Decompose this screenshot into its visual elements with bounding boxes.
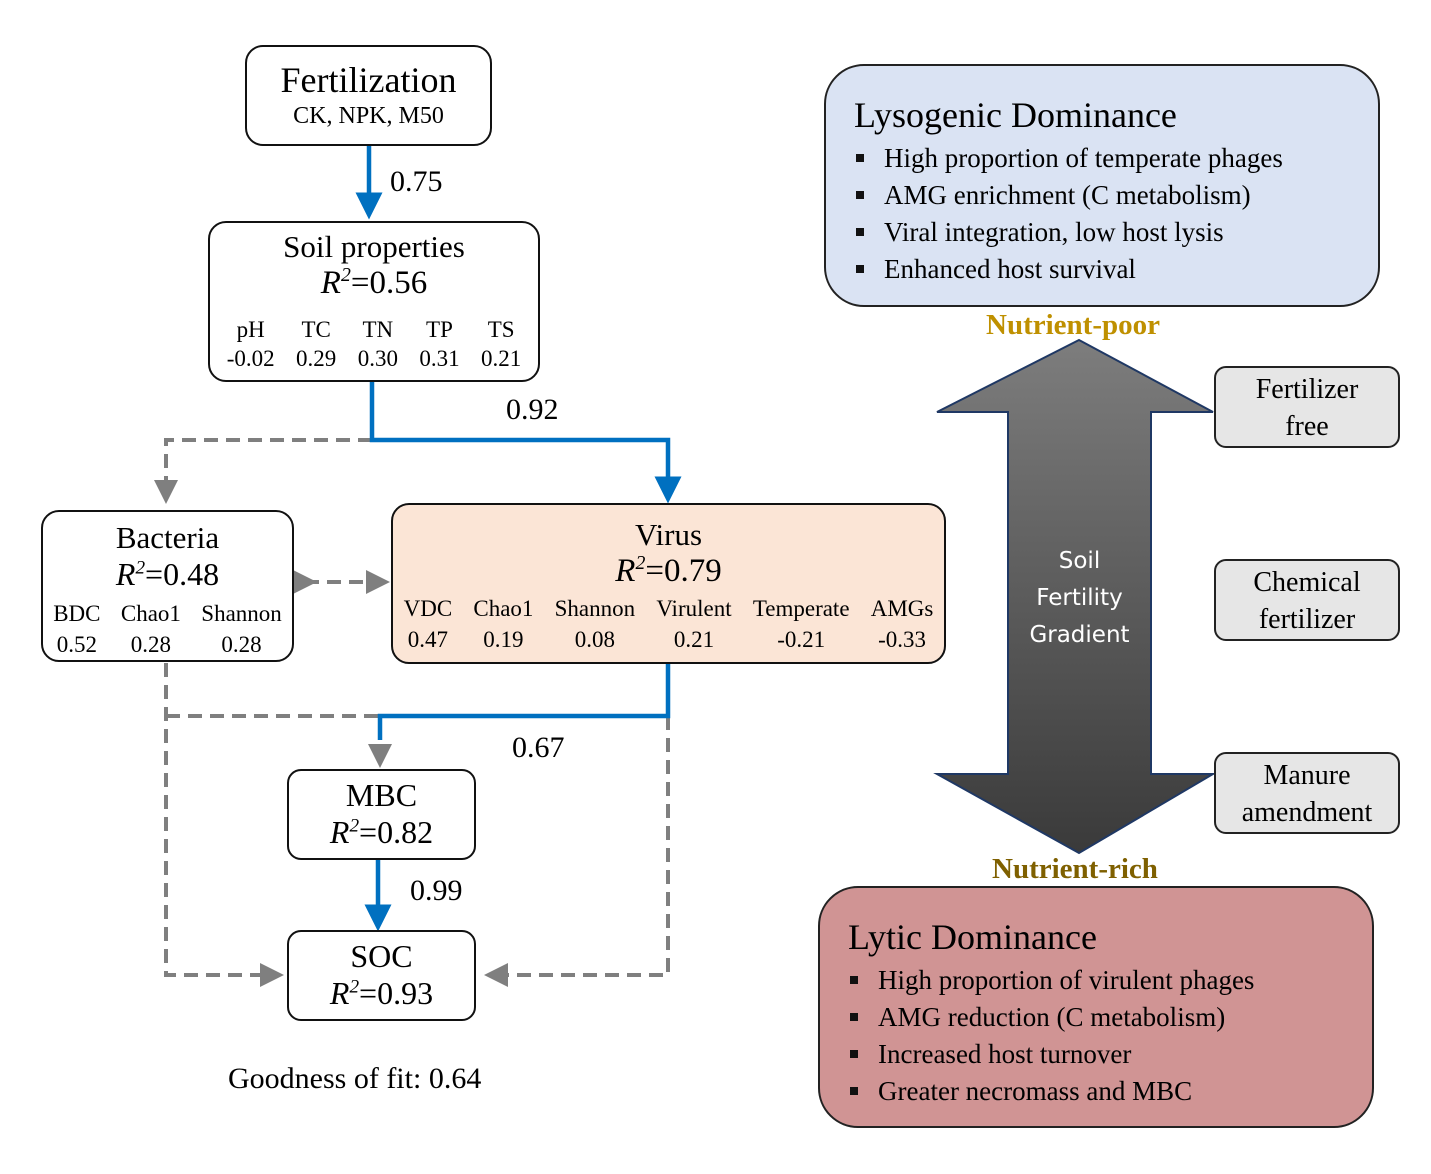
gradient-arrow-text: Soil Fertility Gradient <box>1029 548 1130 648</box>
panel-list: High proportion of virulent phages AMG r… <box>848 962 1254 1110</box>
panel-lysogenic-dominance: Lysogenic Dominance High proportion of t… <box>824 64 1380 307</box>
panel-lytic-dominance: Lytic Dominance High proportion of virul… <box>818 886 1374 1128</box>
path-bacteria-to-soc <box>164 663 284 987</box>
path-soil-to-bacteria <box>154 438 372 504</box>
node-title: Soil properties <box>283 229 465 264</box>
panel-title: Lytic Dominance <box>848 917 1097 957</box>
path-virus-to-mbc <box>377 664 671 740</box>
coef-soil-virus: 0.92 <box>506 393 559 426</box>
list-item: High proportion of virulent phages <box>848 962 1254 999</box>
treatment-manure-amendment: Manure amendment <box>1214 752 1400 834</box>
list-item: Increased host turnover <box>848 1036 1254 1073</box>
node-title: Fertilization <box>280 60 457 100</box>
nutrient-poor-label: Nutrient-poor <box>986 309 1160 341</box>
r2-value: R2=0.93 <box>329 975 434 1011</box>
r2-value: R2=0.56 <box>320 264 428 301</box>
list-item: Greater necromass and MBC <box>848 1073 1254 1110</box>
fertility-gradient-arrow <box>933 338 1217 855</box>
list-item: AMG enrichment (C metabolism) <box>854 177 1283 214</box>
variable-temperate: Temperate-0.21 <box>752 596 850 652</box>
coef-fertilization-soil: 0.75 <box>390 165 443 198</box>
treatment-fertilizer-free: Fertilizer free <box>1214 366 1400 448</box>
node-title: MBC <box>345 777 418 813</box>
node-title: Bacteria <box>115 520 220 555</box>
list-item: AMG reduction (C metabolism) <box>848 999 1254 1036</box>
panel-list: High proportion of temperate phages AMG … <box>854 140 1283 288</box>
node-subtitle: CK, NPK, M50 <box>293 103 444 129</box>
variable-ph: pH-0.02 <box>226 317 275 371</box>
nutrient-rich-label: Nutrient-rich <box>992 853 1158 885</box>
panel-title: Lysogenic Dominance <box>854 95 1177 135</box>
goodness-of-fit: Goodness of fit: 0.64 <box>228 1062 482 1095</box>
path-soil-to-virus <box>369 382 682 504</box>
r2-value: R2=0.48 <box>115 556 220 592</box>
treatment-chemical-fertilizer: Chemical fertilizer <box>1214 559 1400 641</box>
variable-amgs: AMGs-0.33 <box>870 596 934 652</box>
node-soc: SOC R2=0.93 <box>287 930 476 1021</box>
node-title: SOC <box>350 938 413 974</box>
list-item: Enhanced host survival <box>854 251 1283 288</box>
list-item: High proportion of temperate phages <box>854 140 1283 177</box>
coef-virus-mbc: 0.67 <box>512 731 565 764</box>
node-mbc: MBC R2=0.82 <box>287 769 476 860</box>
node-title: Virus <box>634 517 703 552</box>
node-fertilization: Fertilization CK, NPK, M50 <box>245 45 492 146</box>
r2-value: R2=0.82 <box>329 814 434 850</box>
path-bacteria-to-mbc <box>166 714 392 768</box>
coef-mbc-soc: 0.99 <box>410 874 463 907</box>
significant-paths <box>355 146 682 932</box>
list-item: Viral integration, low host lysis <box>854 214 1283 251</box>
r2-value: R2=0.79 <box>615 552 722 589</box>
nonsignificant-paths <box>154 438 670 987</box>
